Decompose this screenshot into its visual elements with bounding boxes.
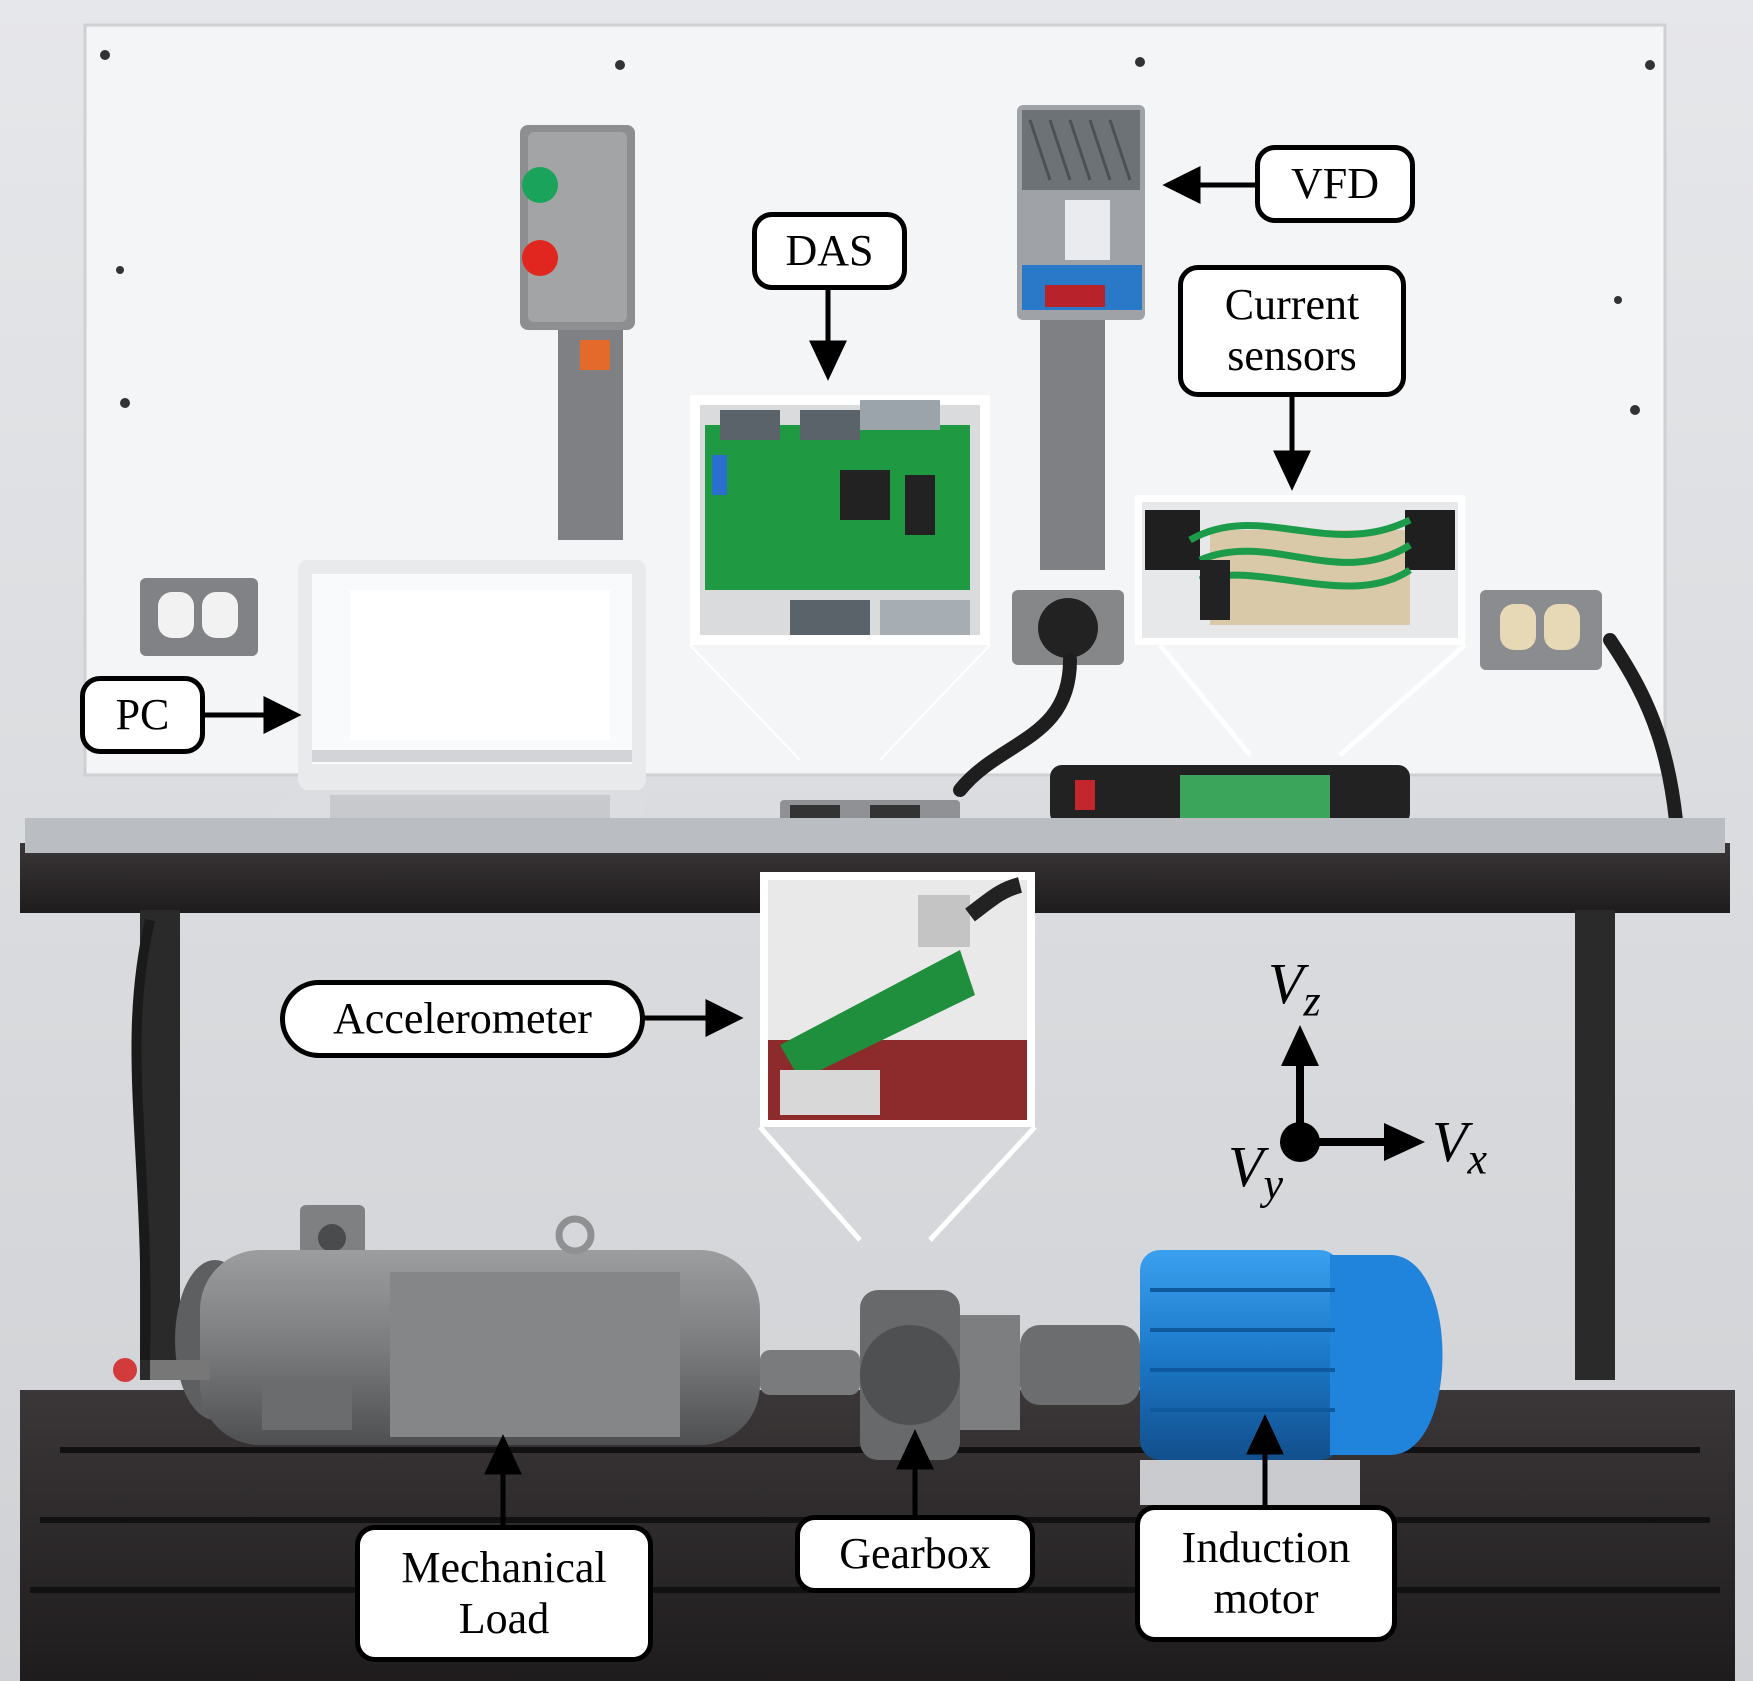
label-das: DAS — [752, 212, 907, 290]
das-inset — [689, 395, 991, 761]
axis-label-vz: Vz — [1268, 950, 1321, 1027]
label-gearbox: Gearbox — [795, 1515, 1035, 1593]
label-vfd-text: VFD — [1290, 158, 1380, 208]
current-sensor-assembly-table — [1050, 765, 1410, 825]
axis-label-vz-main: V — [1268, 951, 1304, 1016]
label-mechanical-load-line2: Load — [458, 1593, 550, 1643]
label-mechanical-load-line1: Mechanical — [401, 1542, 607, 1592]
axis-label-vz-sub: z — [1303, 976, 1321, 1026]
table-leg-right — [1575, 910, 1615, 1380]
label-current-sensors: Current sensors — [1178, 265, 1406, 397]
axis-label-vy-main: V — [1228, 1134, 1264, 1199]
label-vfd: VFD — [1255, 145, 1415, 223]
label-mechanical-load: Mechanical Load — [355, 1525, 653, 1662]
label-pc-text: PC — [115, 689, 170, 739]
leg-cable — [131, 918, 155, 1361]
axis-label-vx-main: V — [1432, 1109, 1468, 1174]
label-das-text: DAS — [785, 225, 874, 275]
axis-label-vx: Vx — [1432, 1108, 1487, 1185]
axis-label-vx-sub: x — [1467, 1134, 1487, 1184]
label-accelerometer-text: Accelerometer — [333, 993, 592, 1043]
current-sensors-inset — [1135, 495, 1467, 757]
label-accelerometer: Accelerometer — [280, 980, 645, 1058]
panel-screws — [100, 50, 1655, 415]
label-induction-motor-line1: Induction — [1181, 1522, 1351, 1572]
label-induction-motor-line2: motor — [1213, 1573, 1319, 1623]
accelerometer-inset — [758, 872, 1037, 1242]
label-induction-motor: Induction motor — [1135, 1505, 1397, 1642]
label-current-sensors-line1: Current — [1224, 280, 1360, 330]
label-current-sensors-line2: sensors — [1227, 331, 1357, 380]
axis-label-vy: Vy — [1228, 1133, 1283, 1210]
power-outlet-left — [140, 578, 258, 656]
start-stop-switch-box — [520, 125, 635, 540]
table-surface — [25, 818, 1725, 853]
induction-motor — [1140, 1250, 1443, 1505]
laptop — [255, 560, 646, 830]
vfd-device — [1017, 105, 1145, 570]
label-pc: PC — [80, 676, 205, 754]
mechanical-load — [113, 1205, 760, 1445]
power-outlet-right — [1480, 590, 1602, 670]
cable-connector-box — [1012, 590, 1124, 665]
label-gearbox-text: Gearbox — [839, 1528, 991, 1578]
axis-label-vy-sub: y — [1263, 1159, 1283, 1209]
coordinate-axes — [1280, 1025, 1425, 1162]
